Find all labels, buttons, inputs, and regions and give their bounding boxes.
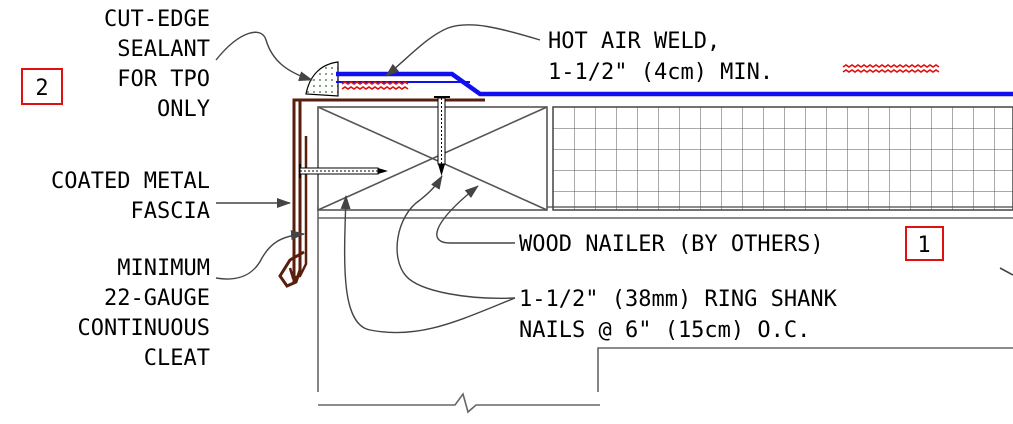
ring-shank-nail-horizontal	[299, 164, 388, 178]
leader-nailer	[436, 185, 515, 244]
cleat-line-2: 22-GAUGE	[104, 286, 210, 311]
weld-line-2: 1-1/2" (4cm) MIN.	[548, 60, 773, 85]
insulation-board	[552, 106, 1013, 211]
sealant-line-2: SEALANT	[117, 37, 210, 62]
label-ring-shank-nails: 1-1/2" (38mm) RING SHANK NAILS @ 6" (15c…	[519, 287, 838, 343]
label-coated-fascia: COATED METAL FASCIA	[51, 169, 210, 224]
badge-1-text: 1	[917, 233, 930, 258]
label-cleat: MINIMUM 22-GAUGE CONTINUOUS CLEAT	[78, 256, 210, 371]
sealant-line-1: CUT-EDGE	[104, 7, 210, 32]
leader-nail-vertical	[396, 175, 516, 299]
cleat-line-1: MINIMUM	[117, 256, 210, 281]
badge-1: 1	[905, 226, 944, 261]
leader-lines	[215, 24, 541, 334]
cut-edge-sealant-bead	[305, 61, 339, 97]
wood-nailer-block	[317, 106, 548, 211]
nails-line-2: NAILS @ 6" (15cm) O.C.	[519, 318, 810, 343]
nails-line-1: 1-1/2" (38mm) RING SHANK	[519, 287, 838, 312]
label-hot-air-weld: HOT AIR WELD, 1-1/2" (4cm) MIN.	[548, 29, 773, 85]
badge-2: 2	[21, 68, 63, 105]
fascia-line-2: FASCIA	[131, 199, 210, 224]
cleat-line-3: CONTINUOUS	[78, 316, 210, 341]
leader-nail-horizontal	[340, 195, 516, 334]
badge-2-text: 2	[35, 76, 48, 101]
fascia-line-1: COATED METAL	[51, 169, 210, 194]
leader-sealant	[215, 31, 313, 81]
hot-air-weld-hatch	[341, 81, 409, 90]
label-cut-edge-sealant: CUT-EDGE SEALANT FOR TPO ONLY	[104, 7, 210, 122]
leader-weld	[385, 24, 541, 77]
coated-metal-fascia	[278, 98, 485, 288]
ring-shank-nail-vertical	[434, 96, 450, 176]
sealant-line-3: FOR TPO	[117, 67, 210, 92]
weld-legend-swatch	[842, 64, 940, 73]
continuous-cleat	[288, 136, 308, 280]
leader-cleat	[215, 230, 305, 280]
weld-line-1: HOT AIR WELD,	[548, 29, 720, 54]
cleat-line-4: CLEAT	[144, 346, 210, 371]
label-wood-nailer: WOOD NAILER (BY OTHERS)	[519, 232, 824, 257]
sealant-line-4: ONLY	[157, 97, 210, 122]
